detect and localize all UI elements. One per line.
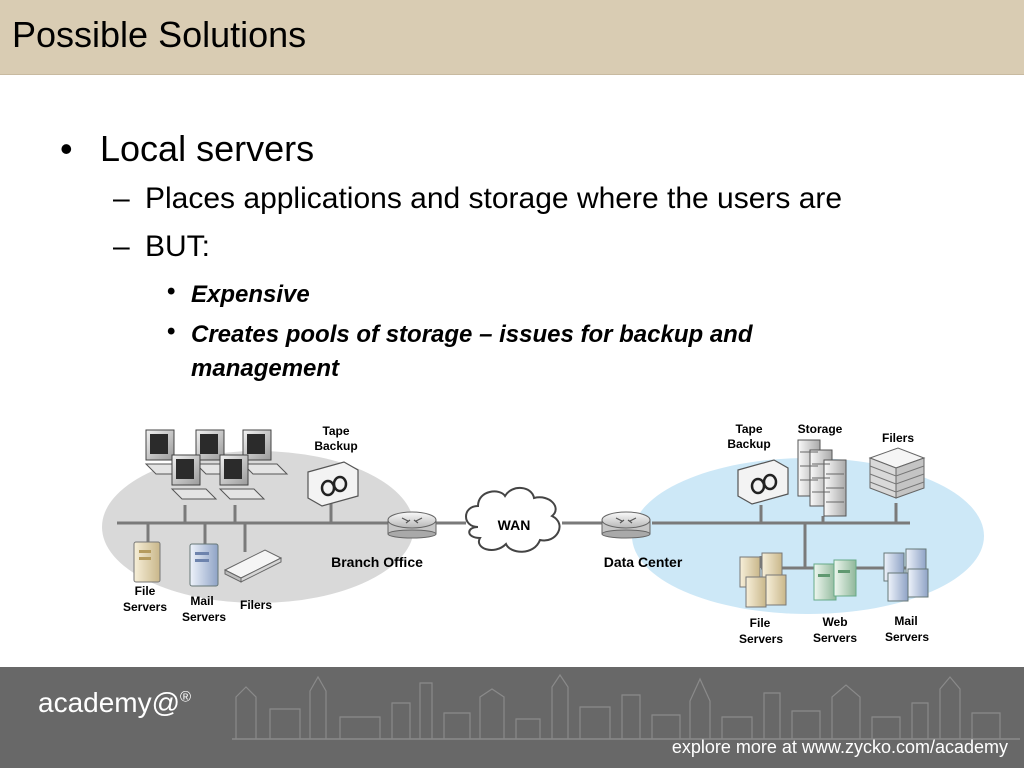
storage-icon (797, 439, 847, 517)
workstations (144, 429, 289, 500)
dc-web-label-1: Web (822, 615, 847, 629)
wan-cloud-icon (465, 487, 561, 553)
branch-file-label-1: File (135, 584, 156, 598)
branch-wires (117, 503, 602, 552)
branch-tape-label-2: Backup (314, 439, 357, 453)
footer-bar: academy@® explore more at www.zycko.com/… (0, 667, 1024, 768)
branch-file-label-2: Servers (123, 600, 167, 614)
bullet-dot: • (60, 128, 73, 169)
slide-title: Possible Solutions (12, 14, 307, 55)
bullet-dash: – (113, 230, 130, 263)
footer-tagline: explore more at www.zycko.com/academy (671, 737, 1008, 757)
file-server-icon (133, 541, 161, 583)
file-servers-icon (739, 552, 787, 608)
router-icon (387, 511, 437, 539)
mail-servers-icon (883, 548, 929, 602)
dc-file-label-1: File (750, 616, 771, 630)
network-diagram: Tape Backup File Servers Mail Servers Fi… (102, 422, 984, 646)
branch-mail-label-1: Mail (190, 594, 213, 608)
dc-mail-label-1: Mail (894, 614, 917, 628)
brand-name: academy@ (38, 687, 181, 718)
skyline-icon (232, 673, 1020, 740)
bullet-text: Local servers (100, 128, 315, 169)
registered-mark: ® (180, 688, 192, 706)
dc-web-label-2: Servers (813, 631, 857, 645)
bullet-text: Creates pools of storage – issues for ba… (191, 321, 753, 382)
filers-stack-icon (868, 447, 926, 499)
dc-file-label-2: Servers (739, 632, 783, 646)
title-bar: Possible Solutions (0, 0, 1024, 75)
workstation-icon (218, 454, 266, 500)
tape-backup-icon (737, 459, 789, 505)
filer-icon (223, 549, 283, 583)
dc-storage-label: Storage (798, 422, 843, 436)
branch-filers-label: Filers (240, 598, 272, 612)
bullet-text: Places applications and storage where th… (145, 182, 843, 215)
dc-tape-label-2: Backup (727, 437, 770, 451)
bullet-dash: – (113, 182, 130, 215)
dc-tape-label-1: Tape (735, 422, 762, 436)
bullet-dot: • (167, 318, 176, 345)
brand-logo: academy@® (38, 687, 191, 719)
bullet-text: BUT: (145, 230, 211, 263)
branch-mail-label-2: Servers (182, 610, 226, 624)
dc-filers-label: Filers (882, 431, 914, 445)
tape-backup-icon (307, 461, 359, 507)
workstation-icon (241, 429, 289, 475)
workstation-icon (170, 454, 218, 500)
bullet-dot: • (167, 278, 176, 305)
bullet-text: Expensive (191, 281, 310, 308)
web-servers-icon (813, 559, 857, 601)
mail-server-icon (189, 543, 219, 587)
wan-label: WAN (498, 517, 531, 533)
branch-office-label: Branch Office (331, 554, 423, 570)
datacenter-label: Data Center (604, 554, 683, 570)
dc-mail-label-2: Servers (885, 630, 929, 644)
branch-tape-label-1: Tape (322, 424, 349, 438)
router-icon (601, 511, 651, 539)
